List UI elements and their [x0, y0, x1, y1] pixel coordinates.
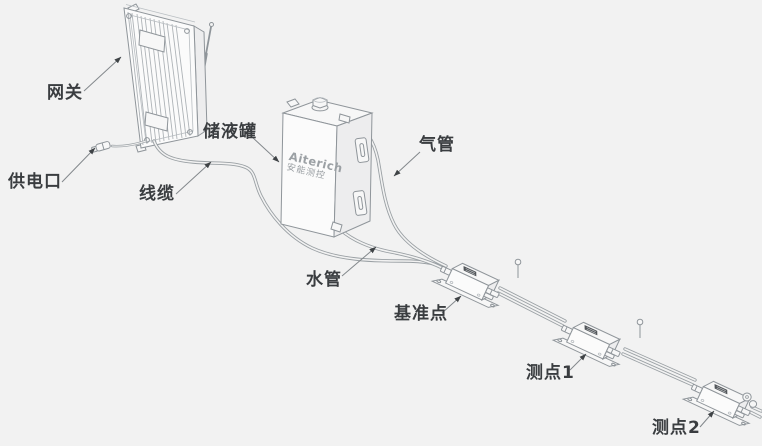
label-gateway: 网关 — [47, 83, 83, 103]
label-power-port: 供电口 — [8, 172, 62, 192]
leader-reference-point — [441, 295, 462, 314]
gateway-top-plate — [138, 29, 166, 53]
air-port — [338, 113, 351, 124]
label-measure-point-1: 测点1 — [526, 363, 575, 383]
reservoir-tank — [280, 96, 374, 238]
vent-pin-1 — [514, 258, 522, 278]
leader-lines — [61, 56, 715, 428]
leader-gateway — [83, 56, 122, 92]
label-reservoir: 储液罐 — [203, 122, 257, 142]
leader-point2 — [699, 410, 715, 428]
leader-water-pipe — [341, 246, 377, 277]
leader-reservoir — [250, 135, 280, 163]
label-reference-point: 基准点 — [394, 304, 448, 324]
leader-point1 — [569, 353, 587, 371]
power-cable — [110, 139, 148, 148]
label-measure-point-2: 测点2 — [652, 418, 701, 438]
mounting-bracket-bottom — [352, 190, 368, 216]
end-flange — [742, 392, 758, 408]
vent-pin-2 — [636, 318, 644, 338]
label-water-pipe: 水管 — [306, 270, 342, 290]
gateway-bottom-plate — [144, 111, 169, 132]
water-pipe — [339, 228, 450, 273]
signal-cable — [152, 139, 446, 272]
label-air-pipe: 气管 — [419, 135, 455, 155]
water-port — [330, 221, 343, 233]
tank-cap — [311, 96, 329, 112]
leader-air-pipe — [393, 151, 421, 177]
power-connector — [91, 141, 111, 153]
label-cable: 线缆 — [139, 184, 175, 204]
gateway-device — [123, 3, 214, 153]
leader-power-port — [61, 147, 96, 183]
rail-tubes — [496, 286, 762, 419]
mounting-bracket-top — [354, 137, 370, 163]
leader-cable — [175, 161, 212, 195]
